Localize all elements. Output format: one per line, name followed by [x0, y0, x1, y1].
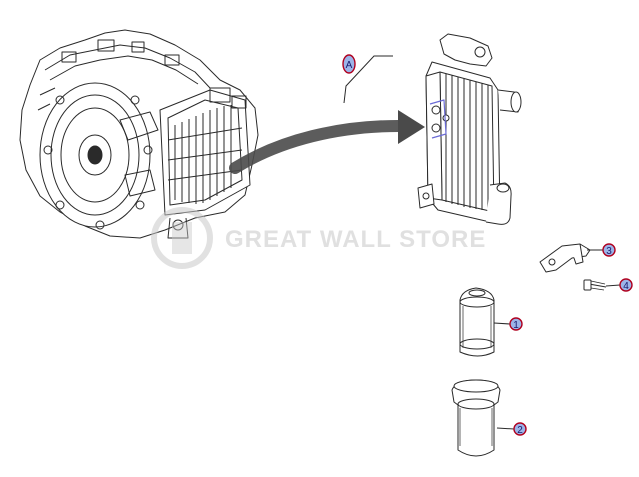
oil-cooler-assembly	[417, 33, 522, 225]
callout-4-label: 4	[623, 281, 629, 292]
callout-3-label: 3	[606, 246, 612, 257]
callout-2-leader	[496, 427, 515, 430]
transmission-assembly	[19, 29, 259, 239]
callout-2-label: 2	[517, 425, 523, 436]
callout-a[interactable]: A	[342, 54, 356, 74]
assembly-arrow	[229, 110, 425, 174]
bracket-part	[539, 243, 591, 273]
watermark-logo-icon	[151, 207, 213, 269]
filter-cap-part	[451, 379, 501, 457]
callout-4[interactable]: 4	[619, 278, 633, 292]
callout-a-label: A	[346, 60, 353, 71]
callout-4-leader	[605, 284, 621, 287]
watermark-text: GREAT WALL STORE	[225, 226, 486, 253]
filter-part	[459, 287, 495, 357]
callout-a-leader	[343, 55, 393, 104]
callout-1-label: 1	[513, 320, 519, 331]
callout-1[interactable]: 1	[509, 317, 523, 331]
bolt-part	[583, 279, 607, 291]
callout-1-leader	[493, 322, 511, 325]
watermark: GREAT WALL STORE	[151, 207, 486, 269]
callout-3[interactable]: 3	[602, 243, 616, 257]
callout-2[interactable]: 2	[513, 422, 527, 436]
